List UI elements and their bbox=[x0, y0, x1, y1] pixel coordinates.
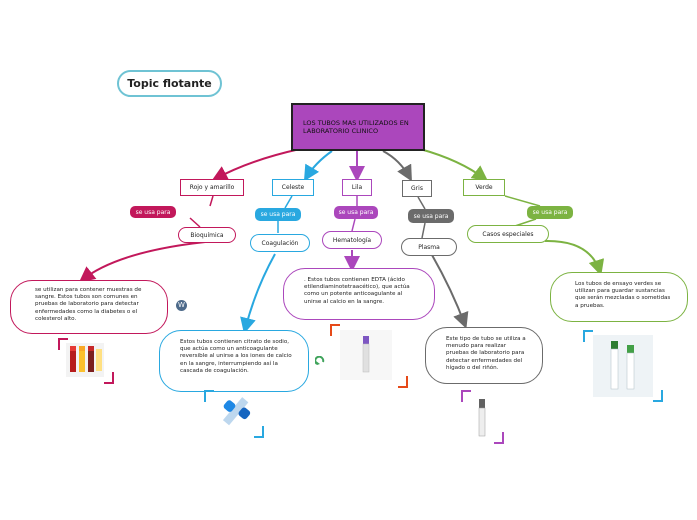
connector-label-blue[interactable]: se usa para bbox=[255, 208, 301, 221]
central-topic-label: LOS TUBOS MAS UTILIZADOS EN LABORATORIO … bbox=[303, 119, 409, 135]
connector-red-a bbox=[209, 195, 214, 207]
connector-green-main bbox=[419, 148, 489, 182]
connector-gray-b bbox=[421, 222, 426, 239]
use-hematologia[interactable]: Hematología bbox=[322, 231, 382, 249]
connector-red-main bbox=[211, 148, 301, 181]
connector-label-gray[interactable]: se usa para bbox=[408, 209, 454, 223]
frame-corner bbox=[461, 390, 471, 402]
use-bioquimica[interactable]: Bioquímica bbox=[178, 227, 236, 243]
tube-verde[interactable]: Verde bbox=[463, 179, 505, 196]
connector-green-a bbox=[504, 195, 541, 207]
connector-gray-main bbox=[382, 150, 412, 182]
frame-corner bbox=[204, 390, 214, 402]
connector-gray-desc bbox=[431, 254, 469, 329]
central-topic[interactable]: LOS TUBOS MAS UTILIZADOS EN LABORATORIO … bbox=[291, 103, 425, 151]
use-coagulacion[interactable]: Coagulación bbox=[250, 234, 310, 252]
connector-red-b bbox=[189, 217, 201, 228]
wordpress-icon[interactable]: W bbox=[176, 300, 187, 311]
connector-green-b bbox=[514, 218, 537, 227]
connector-label-green[interactable]: se usa para bbox=[527, 206, 573, 219]
lilac-tube-image[interactable] bbox=[340, 330, 392, 380]
description-casos-especiales[interactable]: Los tubos de ensayo verdes se utilizan p… bbox=[550, 272, 688, 322]
tube-celeste[interactable]: Celeste bbox=[272, 179, 314, 196]
use-casos-especiales[interactable]: Casos especiales bbox=[467, 225, 549, 243]
frame-corner bbox=[58, 338, 68, 350]
tube-red-yellow[interactable]: Rojo y amarillo bbox=[180, 179, 244, 196]
connector-label-purple[interactable]: se usa para bbox=[334, 206, 378, 219]
frame-corner bbox=[104, 372, 114, 384]
floating-topic[interactable]: Topic flotante bbox=[117, 70, 222, 97]
connector-blue-desc bbox=[240, 253, 276, 334]
connector-purple-b bbox=[351, 218, 356, 232]
tube-gris[interactable]: Gris bbox=[402, 180, 432, 197]
green-tubes-image[interactable] bbox=[593, 335, 653, 397]
tube-lila[interactable]: Lila bbox=[342, 179, 372, 196]
blue-tube-image[interactable] bbox=[214, 392, 256, 432]
connector-label-red[interactable]: se usa para bbox=[130, 206, 176, 218]
connector-red-desc bbox=[78, 240, 216, 283]
description-hematologia[interactable]: . Estos tubos contienen EDTA (ácido etil… bbox=[283, 268, 435, 320]
frame-corner bbox=[398, 376, 408, 388]
use-plasma[interactable]: Plasma bbox=[401, 238, 457, 256]
frame-corner bbox=[494, 432, 504, 444]
frame-corner bbox=[254, 426, 264, 438]
red-yellow-tubes-image[interactable] bbox=[66, 343, 104, 377]
description-bioquimica[interactable]: se utilizan para contener muestras de sa… bbox=[10, 280, 168, 334]
connector-gray-a bbox=[417, 196, 426, 210]
gray-tube-image[interactable] bbox=[470, 396, 494, 442]
frame-corner bbox=[583, 330, 593, 342]
refresh-icon[interactable] bbox=[314, 351, 325, 365]
frame-corner bbox=[653, 390, 663, 402]
frame-corner bbox=[330, 324, 340, 336]
connector-blue-a bbox=[284, 195, 293, 209]
connector-blue-main bbox=[303, 150, 333, 182]
connector-green-desc bbox=[544, 239, 605, 276]
description-coagulacion[interactable]: Estos tubos contienen citrato de sodio, … bbox=[159, 330, 309, 392]
description-plasma[interactable]: Este tipo de tubo se utiliza a menudo pa… bbox=[425, 327, 543, 384]
